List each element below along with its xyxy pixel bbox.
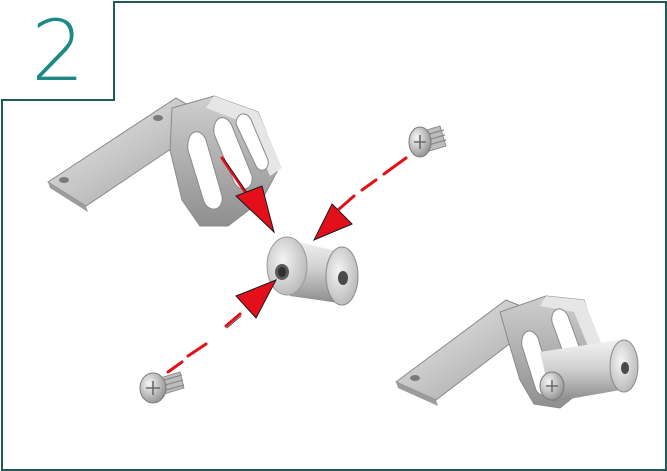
assembly-arrows <box>166 156 408 374</box>
arrow-down-icon <box>220 156 275 234</box>
arrow-left-down-icon <box>312 156 408 241</box>
step-number: 2 <box>31 2 84 100</box>
screw-icon <box>139 371 185 404</box>
step-number-box: 2 <box>1 1 115 101</box>
screw-icon <box>408 125 447 158</box>
assembled-bracket-icon <box>395 295 639 409</box>
arrow-up-right-icon <box>166 279 278 374</box>
cylinder-connector-icon <box>266 236 359 306</box>
